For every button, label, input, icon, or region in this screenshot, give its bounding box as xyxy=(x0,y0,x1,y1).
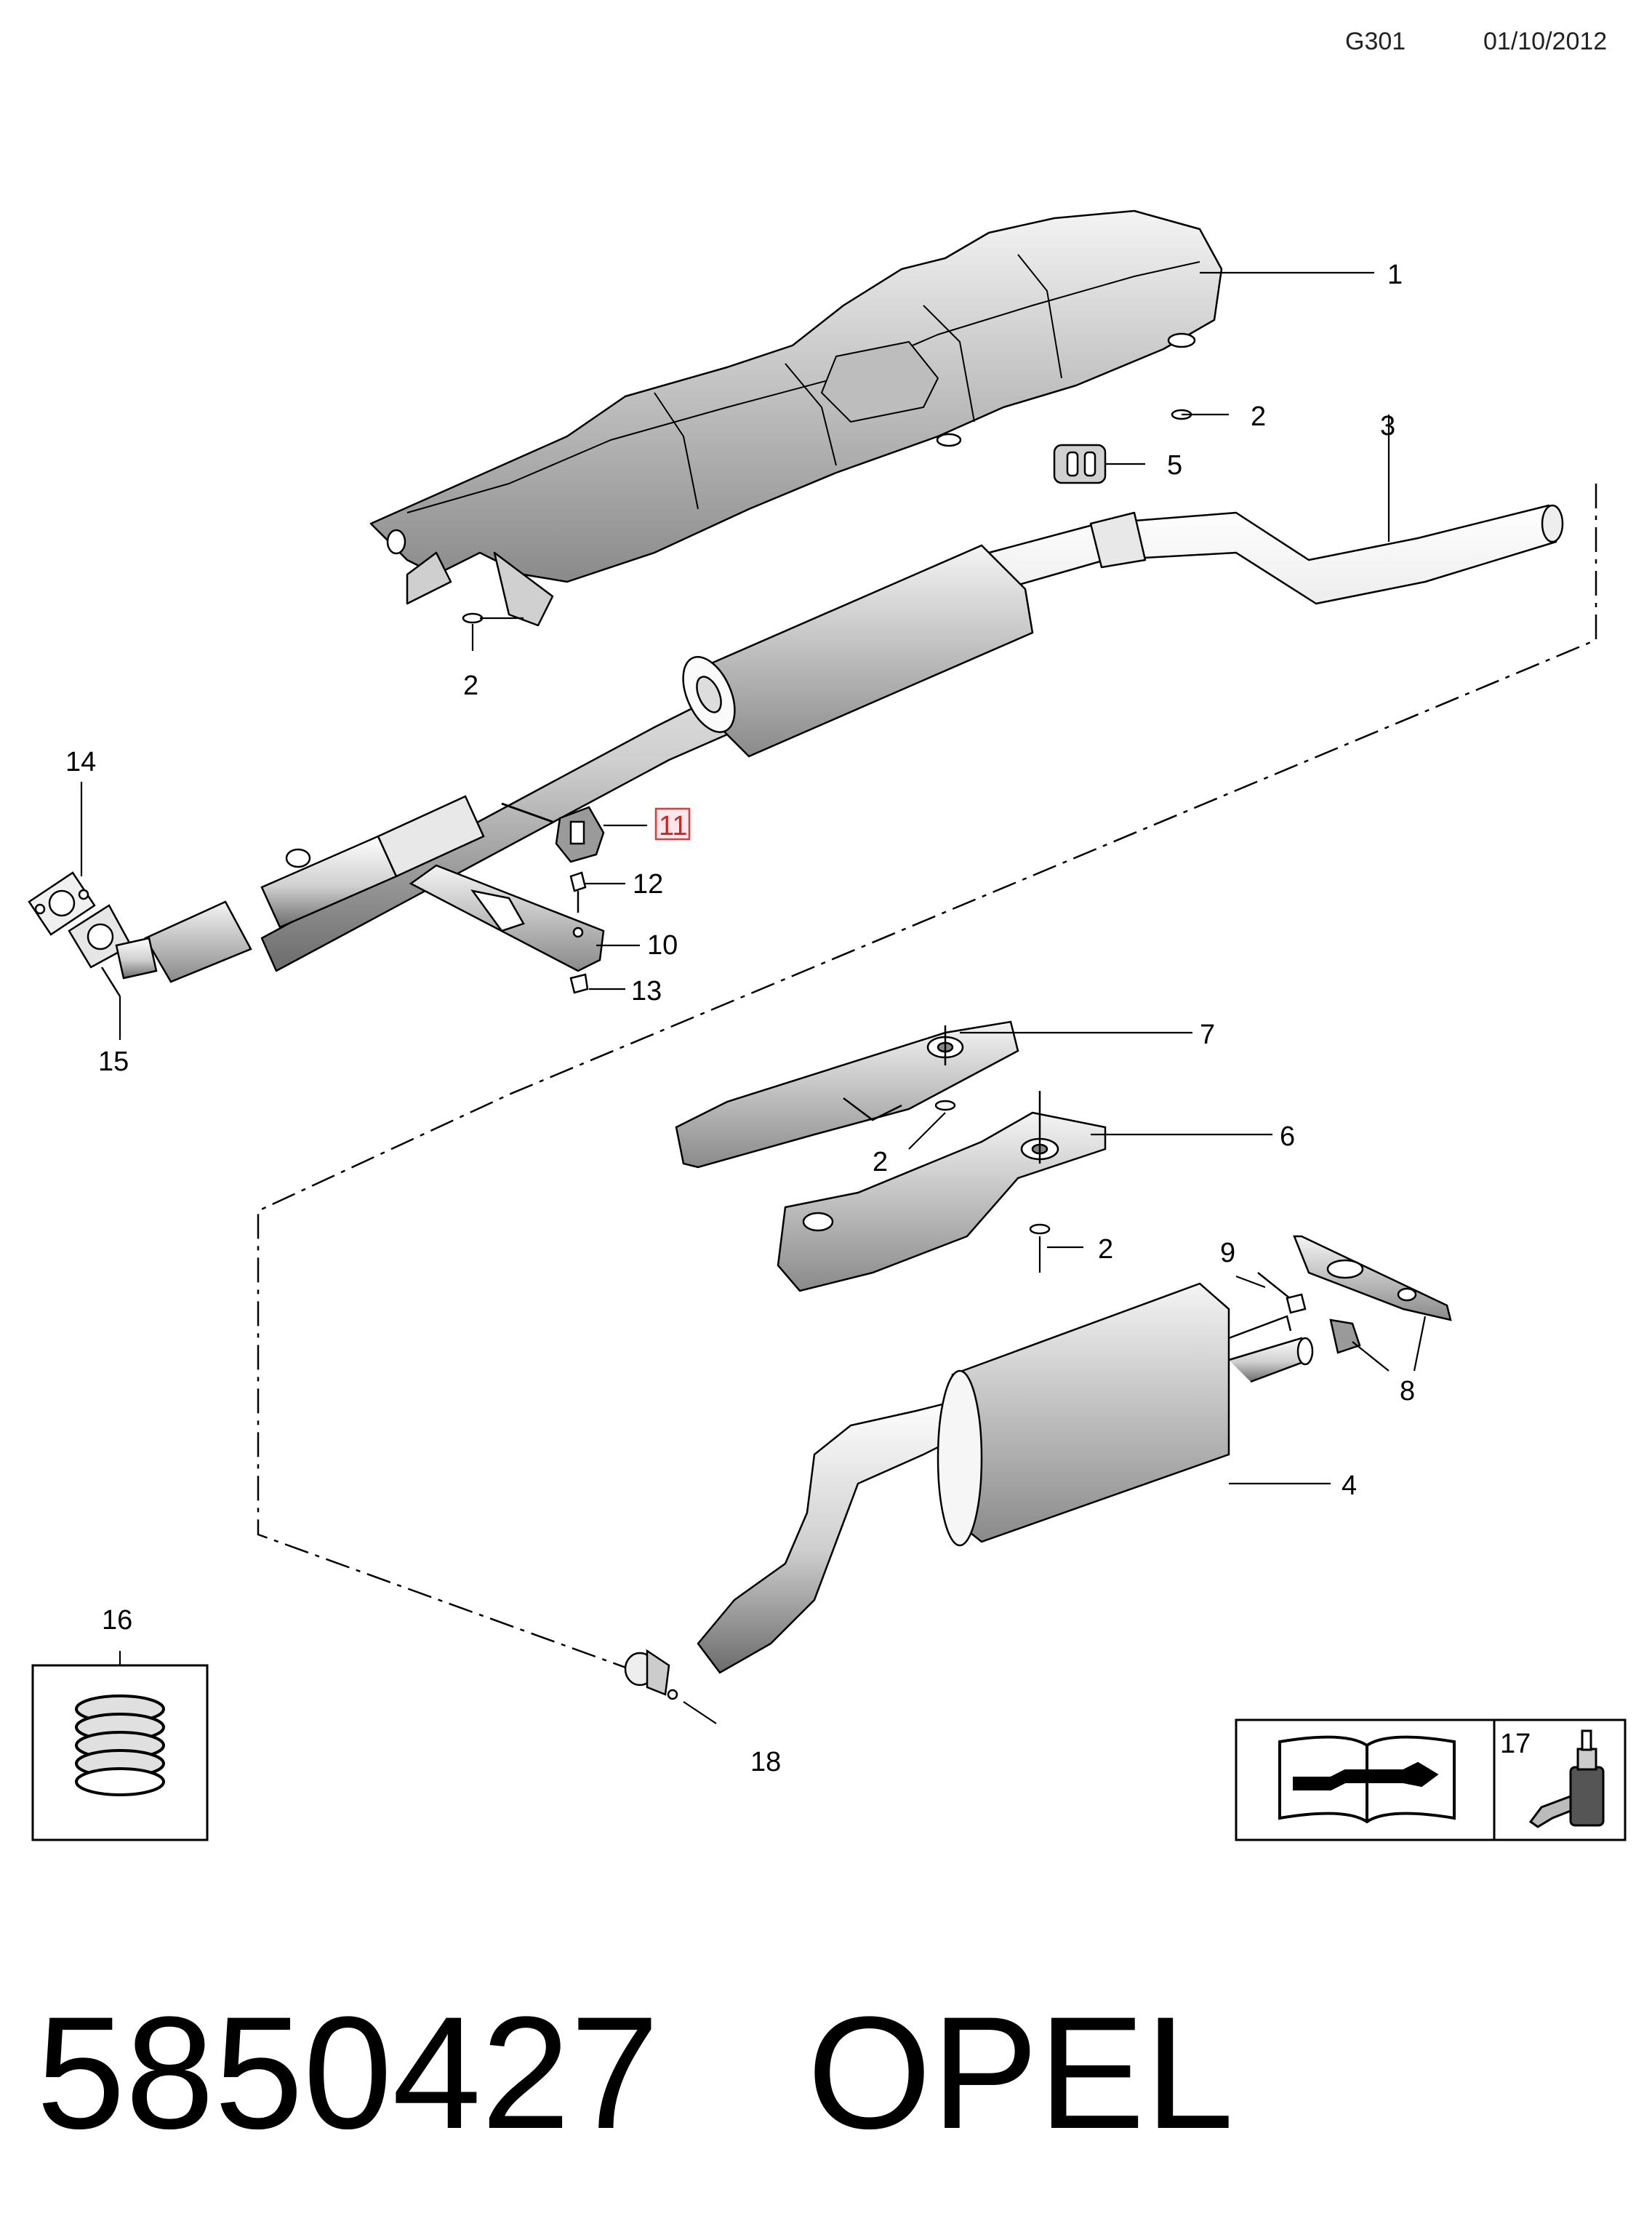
callout-1: 1 xyxy=(1387,260,1403,290)
fastener-13 xyxy=(569,973,589,994)
callout-15: 15 xyxy=(98,1047,129,1077)
callout-10: 10 xyxy=(647,930,678,961)
gasket-15 xyxy=(68,904,158,997)
clamp-18 xyxy=(624,1649,678,1700)
part-number: 5850427 xyxy=(36,1983,659,2162)
catalytic-converter xyxy=(144,795,485,983)
callout-13: 13 xyxy=(631,976,662,1007)
callout-2: 2 xyxy=(873,1147,888,1177)
washers-2 xyxy=(462,409,1192,1235)
assembly-dashed-outline xyxy=(257,484,1597,1674)
rear-muffler-4 xyxy=(697,1282,1314,1674)
callout-16: 16 xyxy=(102,1605,132,1636)
callout-6: 6 xyxy=(1280,1121,1295,1152)
callout-18: 18 xyxy=(750,1747,781,1777)
bracket-10 xyxy=(409,864,605,972)
bolt-9 xyxy=(1257,1272,1307,1314)
heat-shield-6 xyxy=(777,1091,1107,1292)
callout-2: 2 xyxy=(1251,401,1266,432)
fastener-12 xyxy=(569,871,587,913)
diagram-date: 01/10/2012 xyxy=(1483,28,1608,55)
insulator-11 xyxy=(501,802,605,863)
hanger-bracket-8 xyxy=(1293,1235,1452,1354)
callout-11: 11 xyxy=(659,811,687,841)
diagram-code: G301 xyxy=(1345,28,1406,55)
callout-5: 5 xyxy=(1167,450,1182,481)
callout-2: 2 xyxy=(463,671,478,701)
leader-lines xyxy=(80,271,1427,1724)
callout-labels: 1 2 3 5 2 11 12 10 13 14 15 7 2 6 2 9 8 … xyxy=(65,260,1415,1777)
heat-shield-7 xyxy=(675,1020,1019,1169)
repair-manual-icon xyxy=(1278,1735,1456,1824)
callout-12: 12 xyxy=(633,869,663,900)
callout-14: 14 xyxy=(65,747,96,777)
coil-spring-icon xyxy=(75,1694,165,1796)
center-muffler-3 xyxy=(682,544,1034,758)
callout-2: 2 xyxy=(1098,1234,1113,1265)
rubber-hanger-5 xyxy=(1053,444,1107,484)
flange-14 xyxy=(28,871,96,936)
brand-name: OPEL xyxy=(807,1983,1234,2162)
heat-shield-1 xyxy=(369,209,1223,627)
sealant-tube-icon xyxy=(1528,1729,1605,1828)
callout-4: 4 xyxy=(1342,1470,1357,1501)
callout-9: 9 xyxy=(1220,1238,1235,1268)
callout-3: 3 xyxy=(1380,411,1395,441)
callout-11-highlight xyxy=(654,807,691,841)
spring-box-16 xyxy=(31,1664,209,1841)
callout-8: 8 xyxy=(1400,1376,1415,1406)
callout-7: 7 xyxy=(1200,1020,1215,1050)
callout-17: 17 xyxy=(1500,1729,1531,1759)
service-info-box: 17 xyxy=(1235,1718,1627,1841)
